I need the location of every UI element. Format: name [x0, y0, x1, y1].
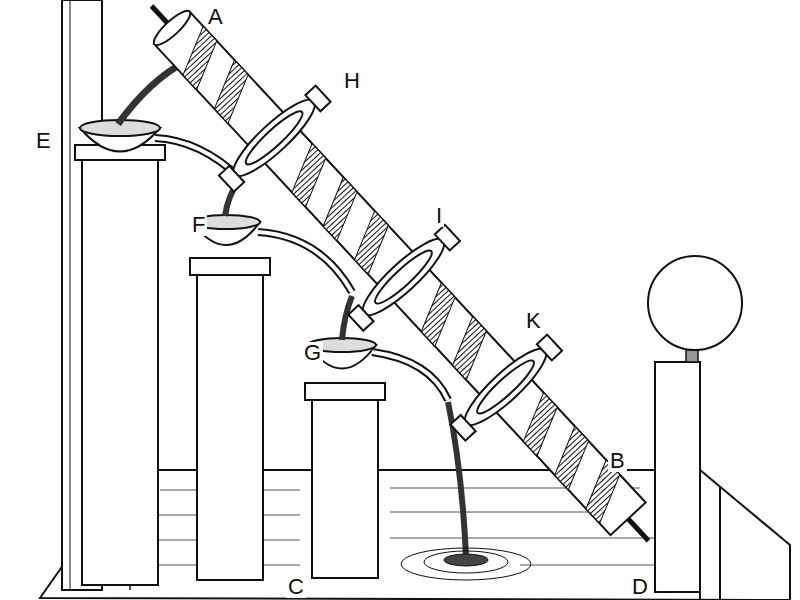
callout-letter: H — [342, 70, 362, 92]
callout-letter: C — [286, 576, 306, 598]
callout-letter: I — [434, 205, 444, 227]
callout-letter: D — [630, 576, 650, 598]
callout-letter: G — [302, 342, 323, 364]
callout-letter: E — [34, 130, 53, 152]
callout-letter: K — [524, 310, 543, 332]
callout-letter: A — [206, 6, 225, 28]
callout-letter: B — [608, 450, 627, 472]
callout-letter: F — [190, 214, 207, 236]
